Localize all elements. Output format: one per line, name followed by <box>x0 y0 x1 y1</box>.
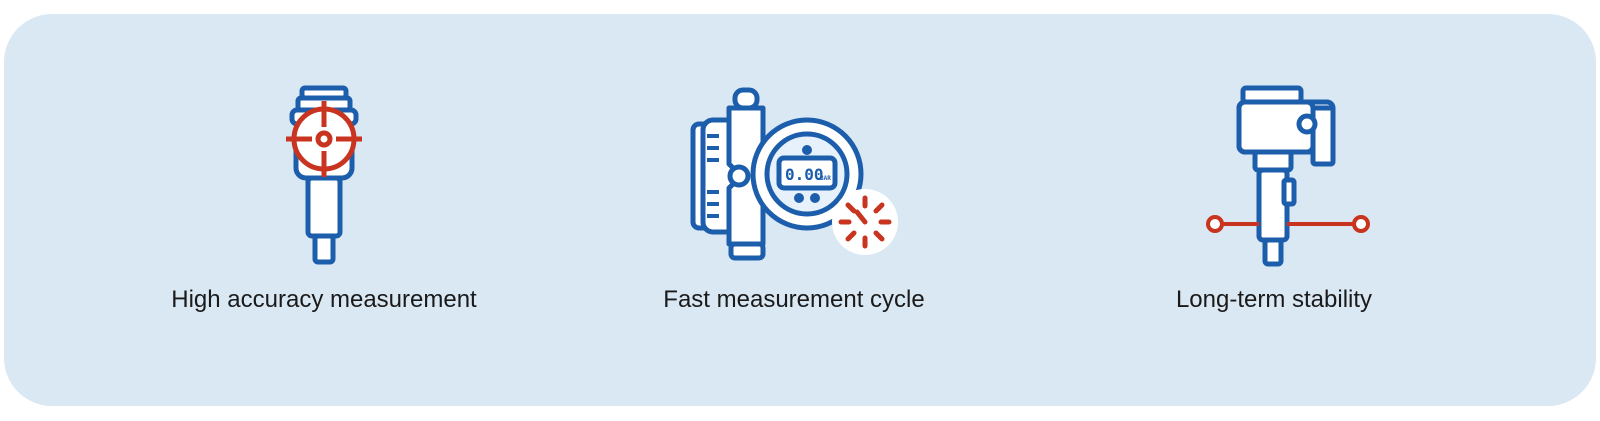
transmitter-clock-icon: 0.00 BAR <box>690 87 898 261</box>
feature-label: Fast measurement cycle <box>663 286 925 313</box>
feature-fast-cycle: 0.00 BAR Fast measurement cycle <box>594 14 994 406</box>
feature-label: Long-term stability <box>1175 286 1373 313</box>
features-panel: High accuracy measurement <box>4 14 1596 406</box>
display-unit: BAR <box>820 175 831 182</box>
feature-label: High accuracy measurement <box>171 286 477 313</box>
feature-high-accuracy: High accuracy measurement <box>124 14 524 406</box>
display-value: 0.00 <box>785 165 824 184</box>
stability-sensor-icon <box>1206 85 1370 267</box>
target-sensor-icon <box>286 85 362 265</box>
feature-long-term-stability: Long-term stability <box>1074 14 1474 406</box>
